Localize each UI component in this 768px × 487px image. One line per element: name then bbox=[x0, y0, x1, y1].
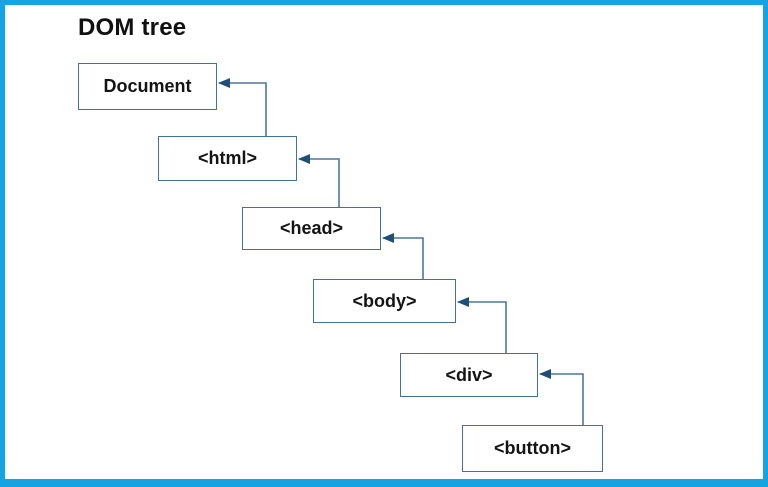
node-document: Document bbox=[78, 63, 217, 110]
node-button: <button> bbox=[462, 425, 603, 472]
node-head: <head> bbox=[242, 207, 381, 250]
node-body: <body> bbox=[313, 279, 456, 323]
connector-body-to-head bbox=[382, 233, 424, 279]
connector-button-to-div bbox=[539, 369, 584, 425]
node-div: <div> bbox=[400, 353, 538, 397]
connector-div-to-body bbox=[457, 297, 507, 353]
node-html: <html> bbox=[158, 136, 297, 181]
connector-head-to-html bbox=[298, 154, 340, 207]
diagram-title: DOM tree bbox=[78, 14, 187, 41]
connector-html-to-document bbox=[218, 78, 267, 136]
